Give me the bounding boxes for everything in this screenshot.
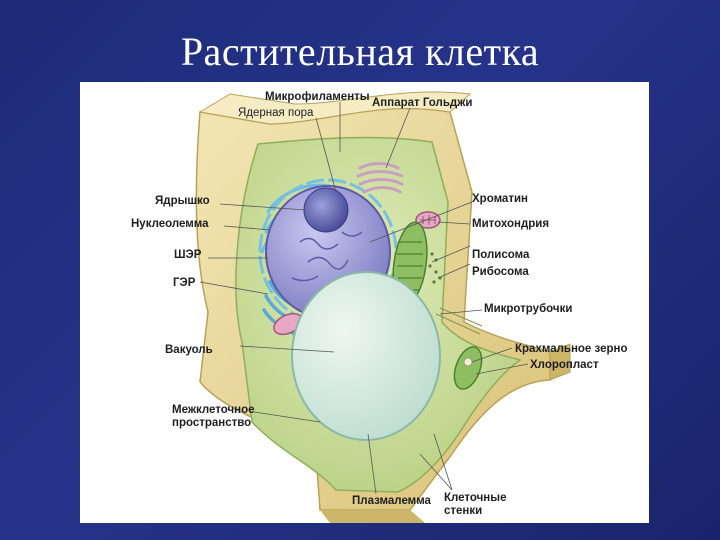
label-polysome: Полисома [472, 249, 529, 262]
label-nucleolemma: Нуклеолемма [131, 218, 209, 231]
label-ribosome: Рибосома [472, 266, 529, 279]
nucleolus [304, 188, 348, 232]
label-rer: ГЭР [173, 277, 195, 290]
label-vacuole: Вакуоль [165, 344, 213, 357]
label-microfilaments: Микрофиламенты [265, 91, 370, 104]
label-golgi: Аппарат Гольджи [372, 97, 472, 110]
label-nuclear-pore: Ядерная пора [238, 107, 313, 120]
label-nucleolus: Ядрышко [155, 195, 210, 208]
vacuole [292, 272, 440, 440]
cell-wall-bottom-face [320, 510, 425, 523]
slide-title: Растительная клетка [0, 28, 720, 75]
label-plasmalemma: Плазмалемма [352, 495, 431, 508]
label-intercellular-space: Межклеточное пространство [172, 404, 255, 430]
label-mitochondria: Митохондрия [472, 218, 549, 231]
label-chromatin: Хроматин [472, 193, 528, 206]
label-ser: ШЭР [174, 249, 201, 262]
label-starch-grain: Крахмальное зерно [515, 343, 627, 356]
label-cell-walls: Клеточные стенки [444, 492, 506, 518]
label-chloroplast: Хлоропласт [530, 359, 599, 372]
plant-cell-figure: Микрофиламенты Ядерная пора Аппарат Голь… [80, 82, 649, 523]
label-microtubules: Микротрубочки [484, 303, 572, 316]
